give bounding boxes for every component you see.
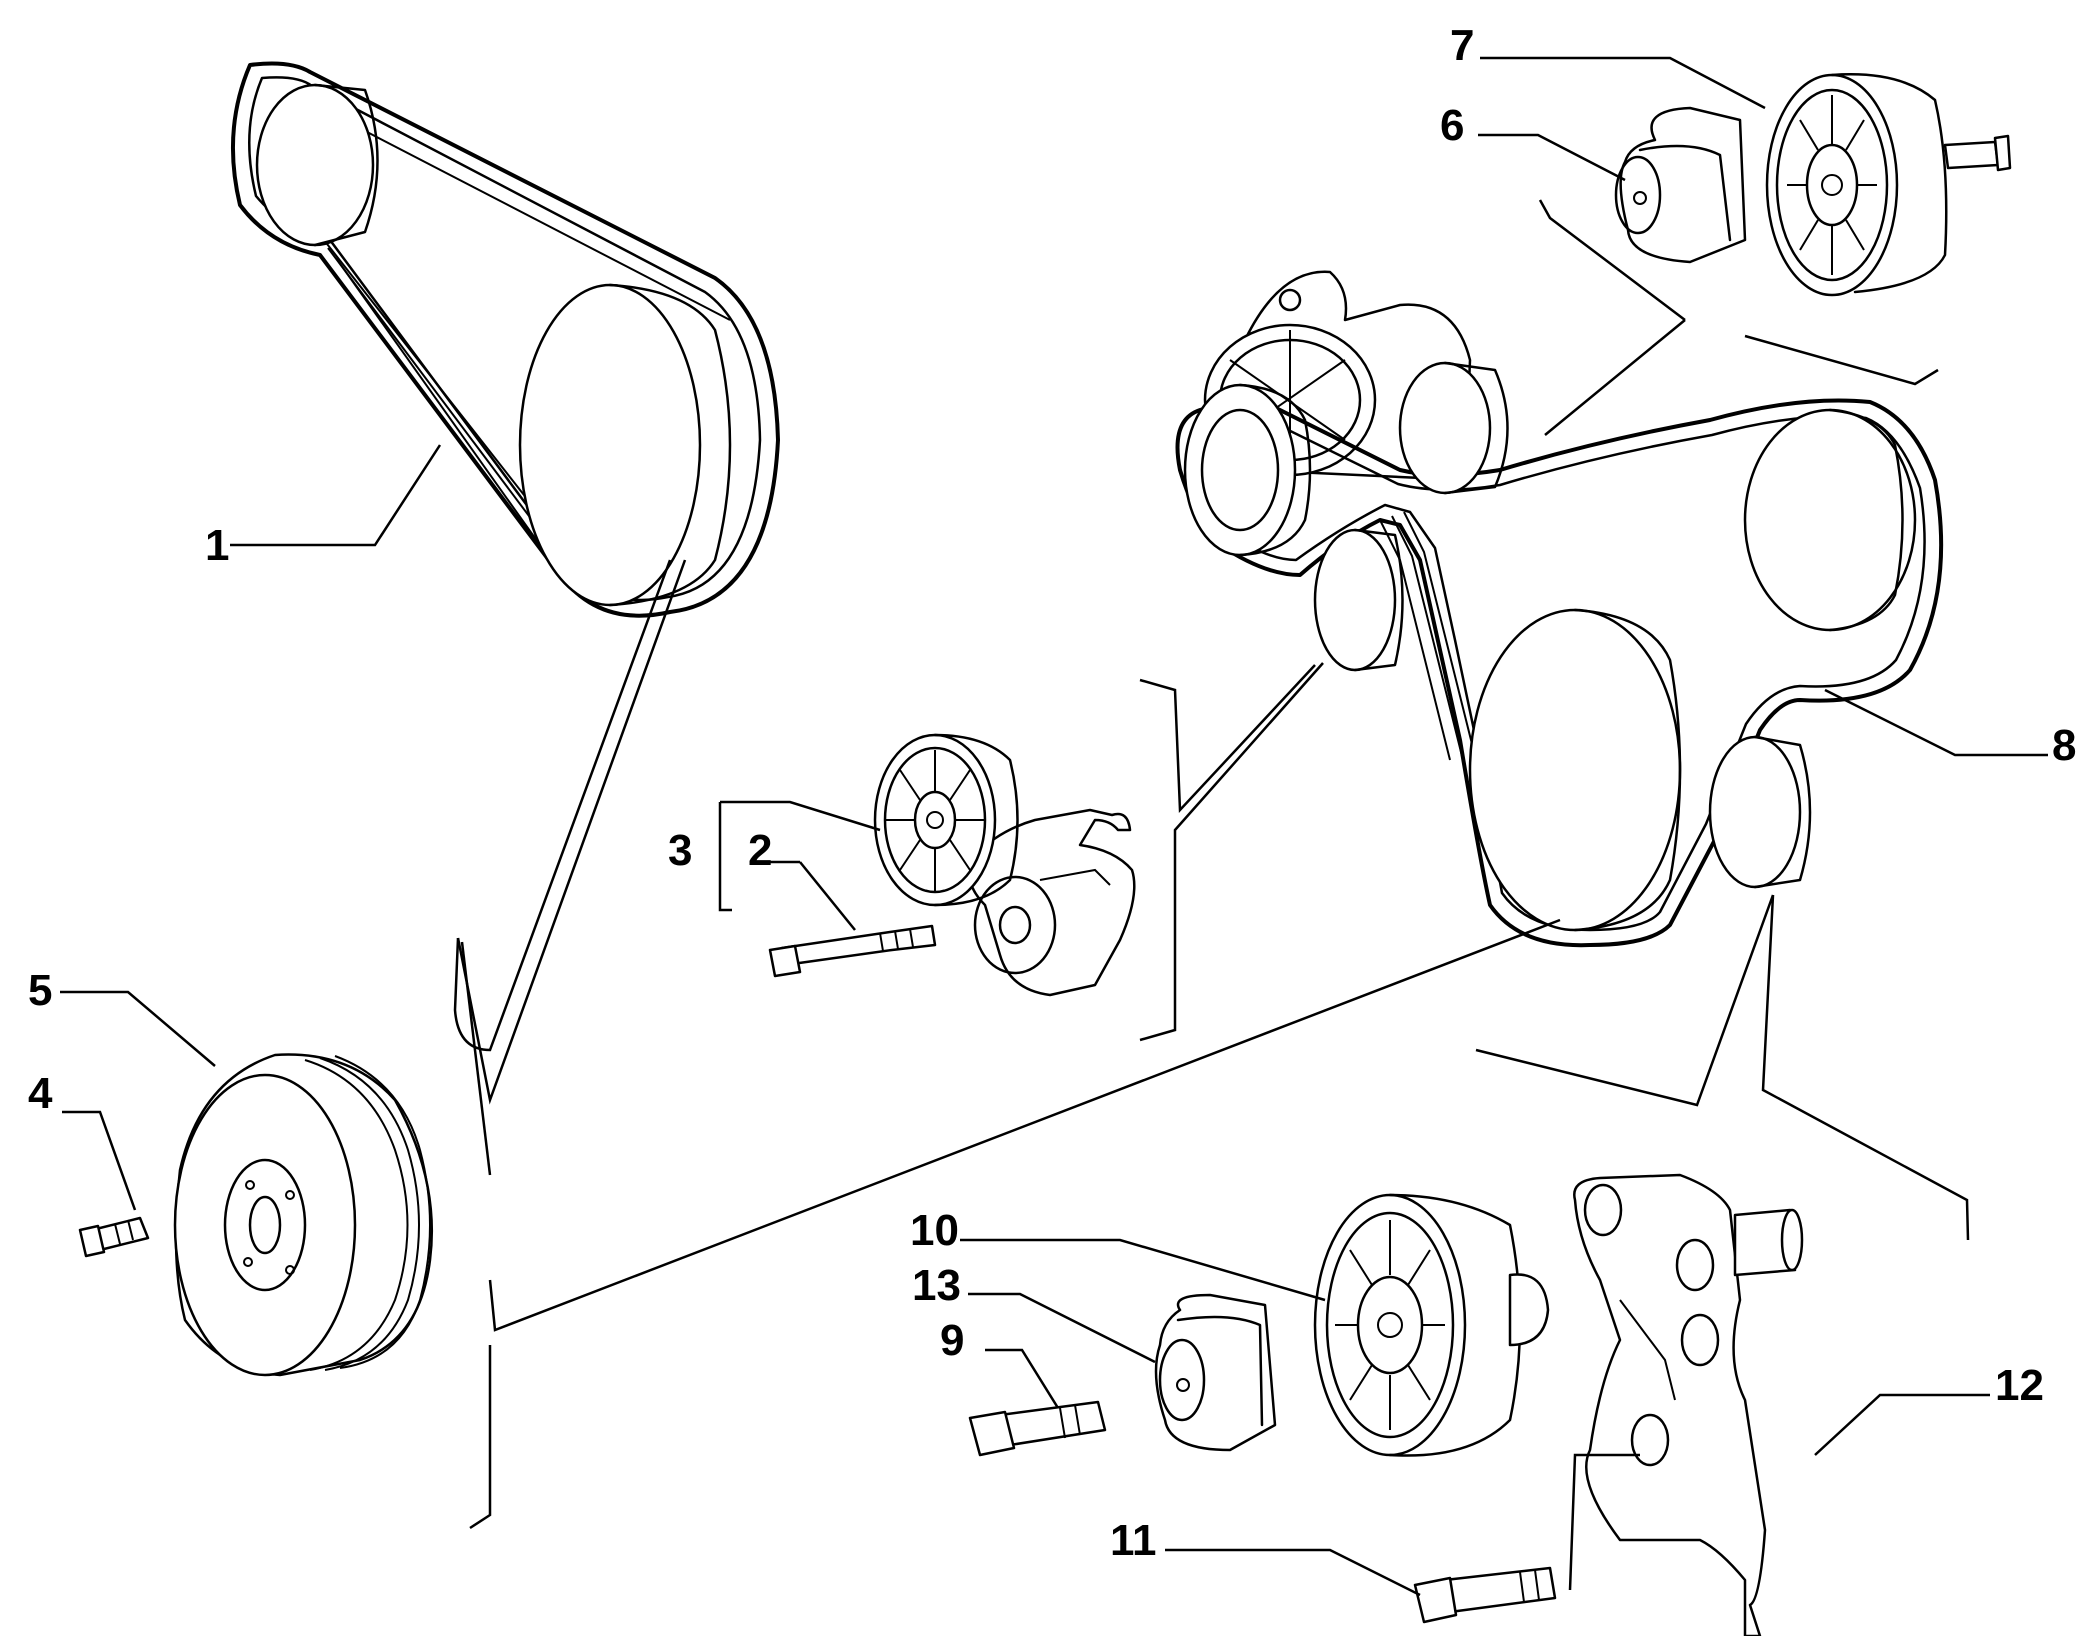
callout-1: 1 bbox=[205, 521, 229, 570]
callout-11: 11 bbox=[1110, 1516, 1157, 1565]
callout-2: 2 bbox=[748, 826, 772, 875]
assembly-lead-lines bbox=[453, 559, 1970, 1530]
callout-10: 10 bbox=[910, 1206, 959, 1255]
callout-7: 7 bbox=[1450, 21, 1474, 70]
part-4-pulley-bolt bbox=[62, 1110, 150, 1258]
part-8-serpentine-belt-assembly bbox=[1139, 199, 1944, 1042]
callout-12: 12 bbox=[1995, 1361, 2044, 1410]
part-6-idler-cap bbox=[1478, 106, 1747, 264]
part-9-bolt bbox=[968, 1348, 1107, 1457]
part-7-idler-pulley bbox=[1480, 56, 2012, 297]
leader-8 bbox=[1824, 688, 2048, 757]
part-3-belt-tensioner bbox=[718, 733, 1136, 997]
part-1-drive-belt bbox=[230, 61, 780, 618]
callout-8: 8 bbox=[2052, 721, 2076, 770]
callout-labels: 1 2 3 4 5 6 7 8 9 10 11 12 13 bbox=[28, 21, 2076, 1565]
callout-13: 13 bbox=[912, 1261, 961, 1310]
leader-5 bbox=[60, 990, 216, 1067]
part-11-bolt bbox=[1165, 1453, 1640, 1624]
callout-9: 9 bbox=[940, 1316, 964, 1365]
part-10-idler-pulley bbox=[960, 1193, 1550, 1457]
part-5-crankshaft-pulley bbox=[173, 1053, 434, 1377]
callout-3: 3 bbox=[668, 826, 692, 875]
callout-6: 6 bbox=[1440, 101, 1464, 150]
part-13-idler-cap bbox=[968, 1292, 1277, 1452]
leader-1 bbox=[230, 444, 442, 547]
callout-5: 5 bbox=[28, 966, 52, 1015]
part-12-mounting-bracket bbox=[1573, 1173, 1990, 1636]
callout-4: 4 bbox=[28, 1069, 53, 1118]
